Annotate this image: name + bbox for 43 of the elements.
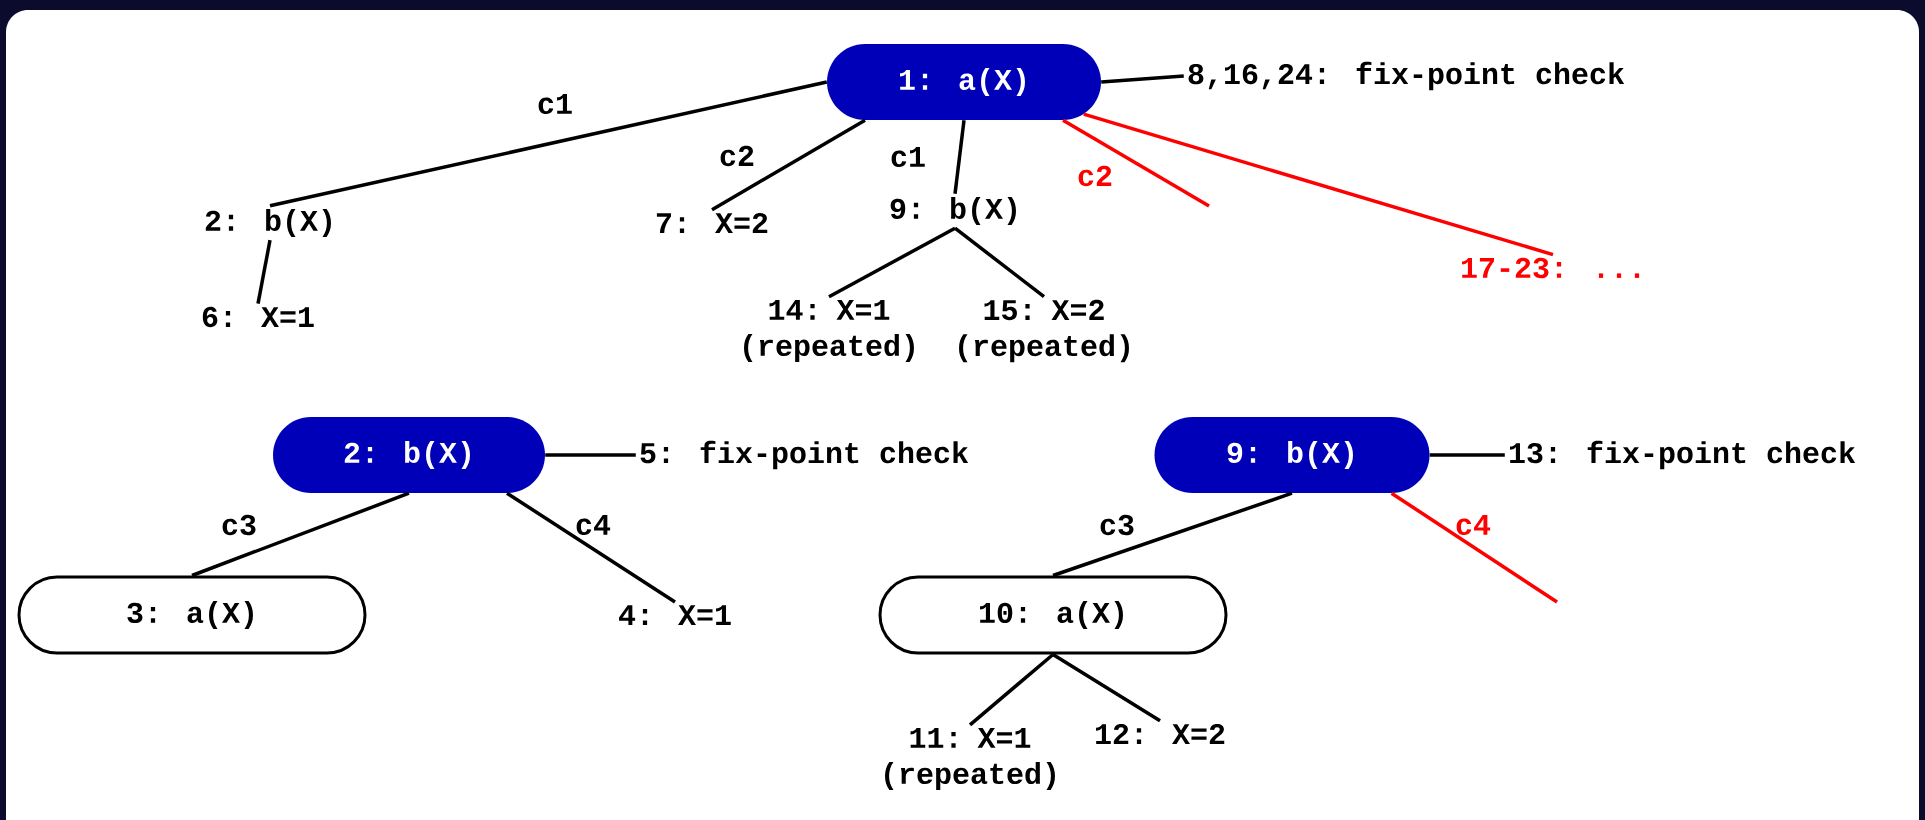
edge-label: c3	[1100, 514, 1134, 536]
branch-line	[545, 453, 636, 457]
node-label: 6: X=1	[202, 306, 314, 328]
branch-line	[711, 118, 866, 212]
goal-node: 3: a(X)	[17, 575, 367, 655]
edge-label: c2	[1078, 165, 1112, 187]
node-label: 2: b(X)	[205, 209, 331, 237]
node-label: 4: X=1	[619, 605, 731, 625]
branch-line	[1390, 491, 1558, 604]
goal-node: 2: b(X)	[273, 417, 545, 493]
node-label: 8,16,24: fix-point check	[1188, 61, 1625, 91]
node-label: 5: fix-point check	[640, 440, 969, 470]
goal-node: 10: a(X)	[878, 575, 1228, 655]
goal-node: 1: a(X)	[827, 44, 1101, 120]
edge-label: c4	[1456, 515, 1491, 536]
branch-line	[1429, 453, 1505, 457]
branch-line	[1101, 74, 1184, 84]
branch-line	[191, 491, 410, 578]
branch-line	[828, 226, 956, 299]
edge-label: c1	[891, 147, 925, 168]
branch-line	[256, 239, 272, 304]
node-label: 12: X=2	[1096, 723, 1225, 745]
node-label: 15: X=2 (repeated)	[959, 299, 1129, 363]
goal-node: 9: b(X)	[1154, 417, 1430, 493]
node-label: 17-23: ...	[1462, 257, 1640, 279]
branch-line	[953, 226, 1046, 299]
node-label: 7: X=2	[656, 212, 768, 234]
branch-line	[1052, 491, 1293, 578]
branch-line	[953, 120, 966, 195]
edge-label: c3	[222, 514, 256, 536]
edge-label: c2	[720, 145, 754, 167]
node-label: 14: X=1 (repeated)	[744, 300, 914, 362]
edge-label: c1	[538, 94, 572, 115]
node-label: 9: b(X)	[890, 197, 1016, 225]
branch-line	[269, 80, 828, 208]
edge-label: c4	[576, 515, 611, 536]
branch-line	[506, 491, 676, 604]
branch-line	[1062, 118, 1210, 208]
branch-line	[968, 653, 1055, 727]
node-label: 11: X=1 (repeated)	[885, 728, 1055, 790]
node-label: 13: fix-point check	[1510, 440, 1856, 470]
branch-line	[1052, 653, 1161, 723]
branch-line	[1083, 112, 1554, 257]
